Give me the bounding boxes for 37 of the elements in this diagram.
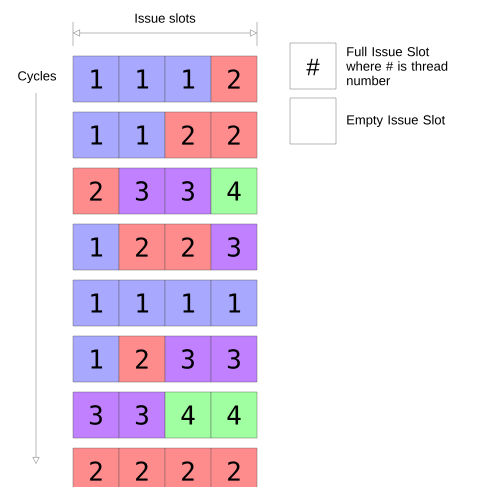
issue-slot: 2 — [164, 448, 212, 487]
legend-text: Empty Issue Slot — [347, 114, 446, 128]
issue-slot: 2 — [72, 168, 120, 214]
issue-slot: 1 — [118, 56, 166, 102]
issue-slot: 3 — [118, 168, 166, 214]
issue-slot: 2 — [164, 224, 212, 270]
issue-slot: 2 — [210, 112, 258, 158]
issue-slot: 2 — [210, 448, 258, 487]
issue-slot: 3 — [118, 392, 166, 438]
legend-text: Full Issue Slot where # is thread number — [346, 46, 448, 86]
issue-slot: 1 — [164, 56, 212, 102]
issue-slot: 1 — [72, 224, 120, 270]
issue-slot: 2 — [210, 56, 258, 102]
issue-slot: 1 — [72, 112, 120, 158]
axis-label: Cycles — [18, 70, 56, 84]
issue-slot: 1 — [118, 112, 166, 158]
issue-slot: 1 — [210, 280, 258, 326]
issue-slot: 3 — [72, 392, 120, 438]
issue-slot: 3 — [164, 168, 212, 214]
issue-slot: 1 — [164, 280, 212, 326]
issue-slot: 4 — [210, 392, 258, 438]
issue-slot: 3 — [164, 336, 212, 382]
issue-slot: 1 — [72, 280, 120, 326]
issue-slot: 2 — [118, 224, 166, 270]
issue-slot: 1 — [118, 280, 166, 326]
issue-slot: 4 — [210, 168, 258, 214]
issue-slot: 4 — [164, 392, 212, 438]
axis-label: Issue slots — [136, 13, 196, 23]
issue-slot: 2 — [72, 448, 120, 487]
issue-slot: 1 — [72, 56, 120, 102]
issue-slot: 2 — [118, 448, 166, 487]
legend-symbol: # — [306, 58, 320, 76]
issue-slot: 1 — [72, 336, 120, 382]
issue-slot: 3 — [210, 224, 258, 270]
issue-slot: 3 — [210, 336, 258, 382]
issue-slot: 2 — [118, 336, 166, 382]
issue-slot: 2 — [164, 112, 212, 158]
